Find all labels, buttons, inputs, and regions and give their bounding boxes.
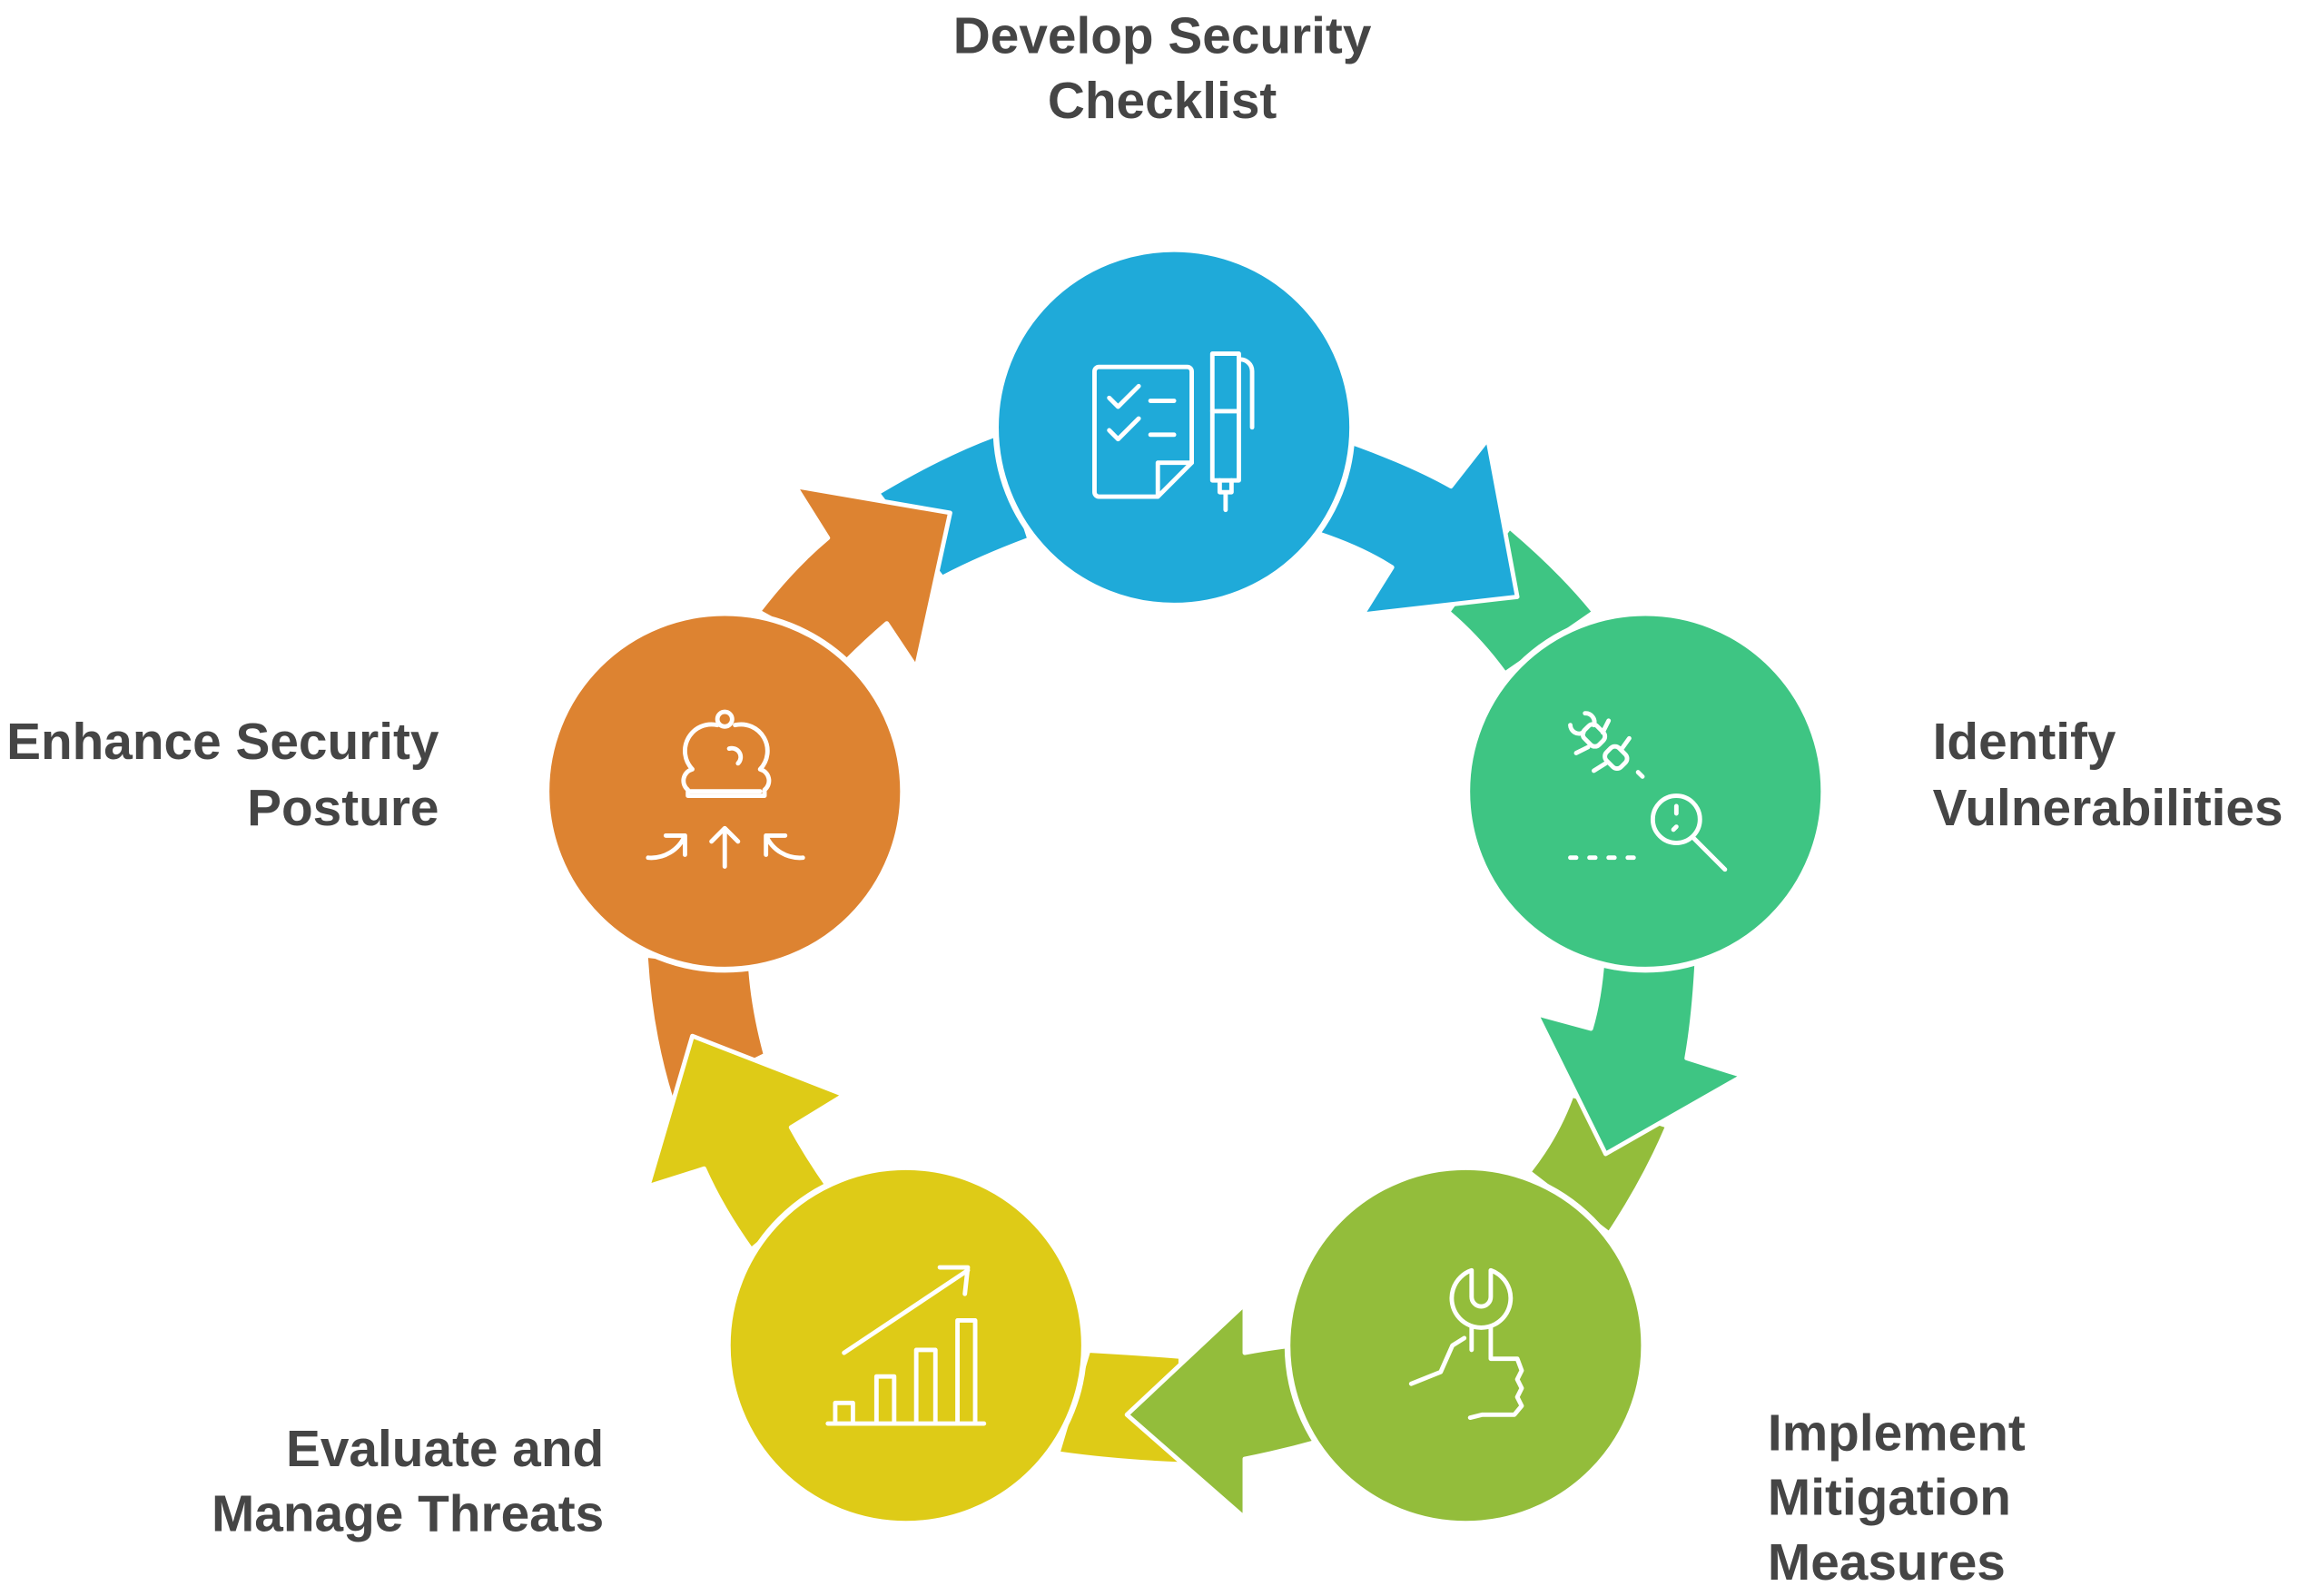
enhance-label-line2: Posture <box>247 780 439 837</box>
evaluate-label-line2: Manage Threats <box>212 1486 604 1543</box>
step-identify <box>1464 610 1827 973</box>
develop-label-line1: Develop Security <box>953 7 1372 64</box>
implement-label-line2: Mitigation <box>1768 1470 2011 1527</box>
chess-pawn-icon <box>646 709 805 869</box>
identify-to-implement-arrow <box>1534 955 1745 1157</box>
step-enhance <box>543 610 906 973</box>
implement-label-line1: Implement <box>1768 1404 2026 1462</box>
wrench-hand-icon <box>1408 1267 1524 1421</box>
step-implement <box>1284 1164 1647 1527</box>
enhance-to-develop-arrow <box>756 484 952 670</box>
implement-label-line3: Measures <box>1768 1534 2006 1591</box>
identify-label-line2: Vulnerabilities <box>1933 780 2283 837</box>
identify-label-line1: Identify <box>1933 714 2116 771</box>
implement-to-evaluate-arrow <box>1124 1302 1321 1521</box>
checklist-pen-icon <box>1092 351 1255 513</box>
enhance-label-line1: Enhance Security <box>6 714 439 771</box>
step-evaluate <box>725 1164 1088 1527</box>
evaluate-to-enhance-arrow <box>646 1033 847 1252</box>
bug-search-icon <box>1568 711 1728 872</box>
step-develop <box>992 246 1356 609</box>
develop-label-line2: Checklist <box>1048 73 1277 130</box>
develop-to-identify-arrow <box>1316 434 1520 617</box>
evaluate-label-line1: Evaluate and <box>286 1421 604 1478</box>
growth-chart-icon <box>825 1265 987 1426</box>
